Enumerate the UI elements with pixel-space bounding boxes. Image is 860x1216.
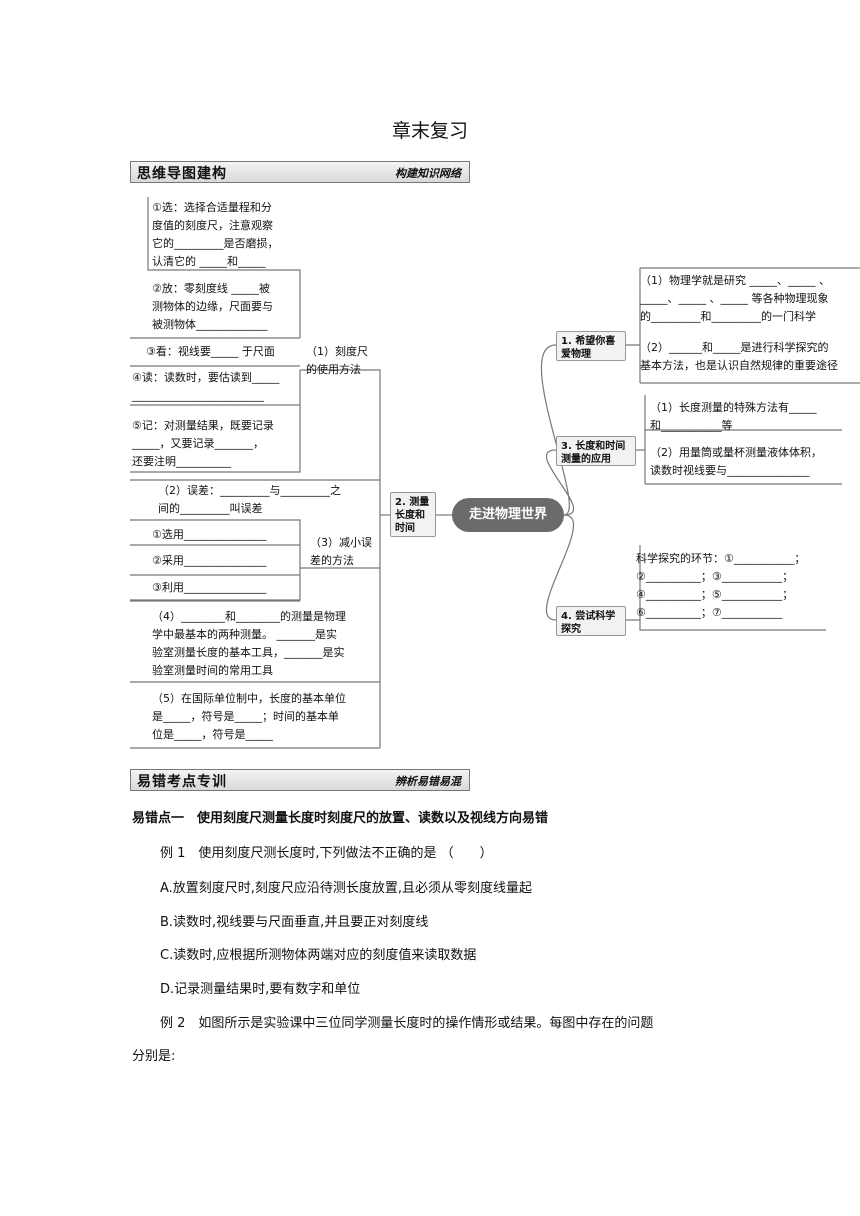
branch-4-node: 4. 尝试科学探究 [556,606,626,636]
inquiry-methods-text: （2）______和_____是进行科学探究的基本方法，也是认识自然规律的重要途… [640,341,838,372]
mistake-heading: 易错点一 使用刻度尺测量长度时刻度尺的放置、读数以及视线方向易错 [132,811,549,826]
ruler-read-text: ④读：读数时，要估读到_____________________________ [132,371,280,402]
reduce-use-text: ③利用_______________ [152,581,267,594]
example-1-question: 例 1 使用刻度尺测长度时,下列做法不正确的是 （ ） [160,846,493,861]
reduce-select-text: ①选用_______________ [152,528,267,541]
branch-3-node: 3. 长度和时间测量的应用 [556,436,636,466]
branch-1-node: 1. 希望你喜爱物理 [556,331,626,361]
error-definition-text: （2）误差：_________与_________之间的_________叫误差 [158,484,341,515]
example-2-question: 例 2 如图所示是实验课中三位同学测量长度时的操作情形或结果。每图中存在的问题 [160,1016,654,1031]
basic-measurement-text: （4）________和________的测量是物理学中最基本的两种测量。 __… [152,610,346,677]
banner-title: 易错考点专训 [137,774,227,790]
ruler-select-text: ①选：选择合适量程和分度值的刻度尺，注意观察它的_________是否磨损，认清… [152,201,279,268]
option-b: B.读数时,视线要与尺面垂直,并且要正对刻度线 [160,915,429,930]
reduce-adopt-text: ②采用_______________ [152,554,267,567]
ruler-place-text: ②放：零刻度线 _____被测物体的边缘，尺面要与被测物体___________… [152,282,273,331]
page-title: 章末复习 [391,120,468,142]
option-d: D.记录测量结果时,要有数字和单位 [160,982,361,997]
reduce-error-label: （3）减小误差的方法 [310,536,372,567]
center-node: 走进物理世界 [452,498,564,532]
si-units-text: （5）在国际单位制中，长度的基本单位是_____，符号是_____；时间的基本单… [152,692,346,741]
liquid-volume-text: （2）用量筒或量杯测量液体体积，读数时视线要与_______________ [650,446,822,477]
option-c: C.读数时,应根据所测物体两端对应的刻度值来读取数据 [160,948,477,963]
option-a: A.放置刻度尺时,刻度尺应沿待测长度放置,且必须从零刻度线量起 [160,881,533,896]
banner-subtitle: 构建知识网络 [395,167,461,180]
banner-title: 思维导图建构 [137,166,227,182]
mindmap-banner: 思维导图建构 构建知识网络 [130,161,470,183]
ruler-look-text: ③看：视线要_____ 于尺面 [146,345,275,358]
ruler-method-label: （1）刻度尺的使用方法 [306,345,368,376]
example-2-question-cont: 分别是: [132,1049,176,1064]
ruler-record-text: ⑤记：对测量结果，既要记录_____，又要记录_______，还要注明_____… [132,419,274,468]
banner-subtitle: 辨析易错易混 [395,775,461,788]
inquiry-steps-text: 科学探究的环节：①___________；②__________；③______… [636,552,806,619]
mistakes-banner: 易错考点专训 辨析易错易混 [130,769,470,791]
physics-definition-text: （1）物理学就是研究 _____、_____ 、_____、_____ 、___… [640,274,830,323]
special-methods-text: （1）长度测量的特殊方法有_____和___________等 [650,401,817,432]
branch-2-node: 2. 测量长度和时间 [390,492,436,537]
